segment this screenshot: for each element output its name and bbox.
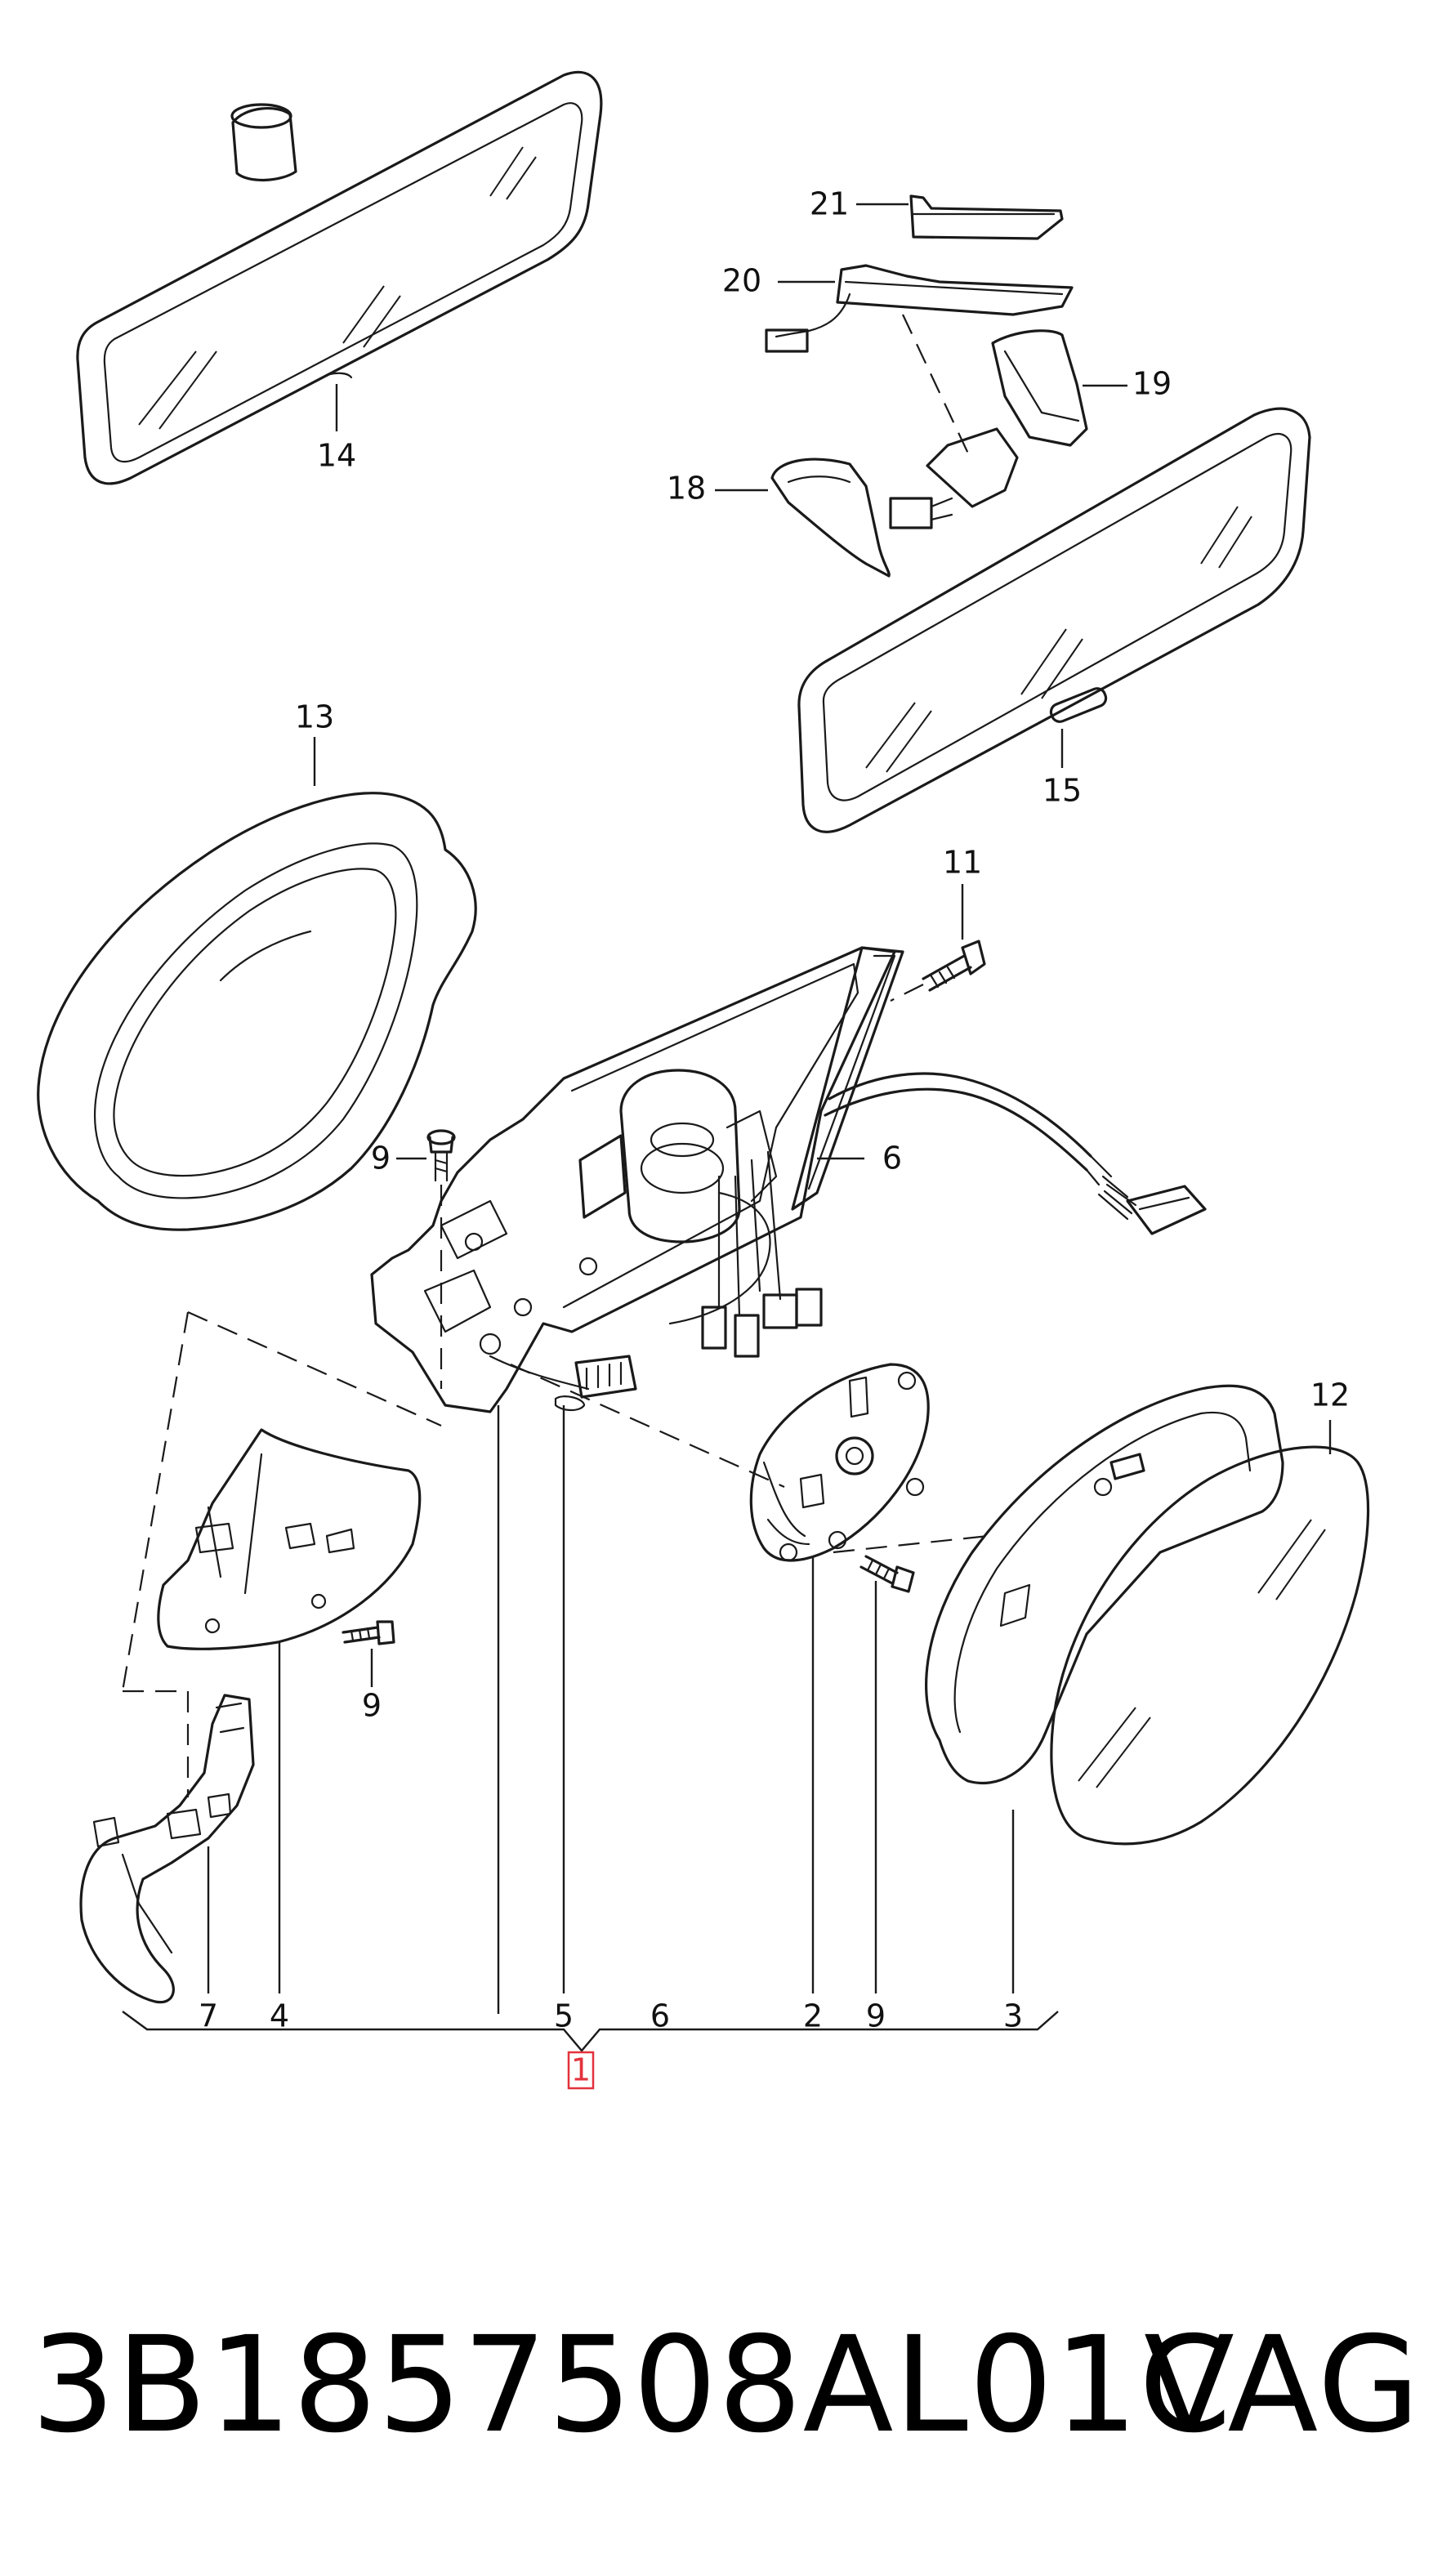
callout-1: 1 — [571, 2052, 591, 2088]
bolt-9-upper — [396, 1129, 456, 1389]
callout-21: 21 — [810, 186, 849, 222]
callout-7: 7 — [199, 1998, 218, 2034]
callout-6: 6 — [650, 1998, 670, 2034]
assembly-bracket — [122, 2011, 1059, 2052]
part-number: 3B1857508AL01C — [31, 2309, 1233, 2462]
glass-frame-3 — [925, 1384, 1284, 1993]
guide-dash-1 — [510, 1363, 785, 1489]
callout-9-lower: 9 — [866, 1998, 886, 2034]
pad-5 — [554, 1355, 637, 1412]
guide-dash-2 — [187, 1310, 442, 1427]
bolt-9-lower — [859, 1555, 915, 1993]
callout-13: 13 — [295, 699, 334, 735]
callout-2: 2 — [803, 1998, 823, 2034]
callout-18: 18 — [667, 471, 706, 507]
cover-21 — [856, 194, 1064, 240]
mirror-glass-12 — [1050, 1420, 1370, 1846]
callout-20: 20 — [722, 263, 761, 299]
adjustment-motor-2 — [749, 1363, 930, 1993]
lower-cover-4 — [157, 1428, 422, 1993]
cover-19 — [991, 329, 1127, 447]
lower-bracket-7 — [79, 1690, 255, 2004]
callout-19: 19 — [1132, 366, 1172, 402]
interior-mirror-15 — [797, 407, 1311, 833]
bolt-9-middle — [342, 1620, 395, 1687]
interior-mirror-14 — [76, 70, 603, 485]
footer: 3B1857508AL01C VAG — [0, 2312, 1451, 2459]
callout-15: 15 — [1042, 773, 1082, 809]
mirror-base-assembly — [370, 946, 904, 1413]
callout-6-upper: 6 — [882, 1141, 902, 1176]
wiring-harness-connector — [824, 1072, 1207, 1235]
callout-5: 5 — [554, 1998, 574, 2034]
callout-12: 12 — [1310, 1377, 1350, 1413]
guide-dash-4 — [833, 1534, 989, 1554]
callout-9-middle: 9 — [362, 1688, 382, 1724]
brand-label: VAG — [1144, 2309, 1422, 2462]
callout-14: 14 — [317, 438, 356, 474]
mirror-housing-13 — [37, 737, 477, 1231]
callout-3: 3 — [1003, 1998, 1023, 2034]
cover-18 — [715, 427, 1019, 578]
callout-11: 11 — [943, 845, 982, 881]
callout-9-upper: 9 — [371, 1141, 391, 1176]
cover-20-with-sensor — [765, 264, 1074, 454]
callout-4: 4 — [270, 1998, 289, 2034]
bolt-11 — [890, 884, 986, 1002]
callout-1-highlight-box — [567, 2051, 595, 2090]
guide-dash-3 — [121, 1311, 190, 1692]
exploded-parts-diagram: 14 21 20 19 18 — [37, 70, 1370, 2090]
